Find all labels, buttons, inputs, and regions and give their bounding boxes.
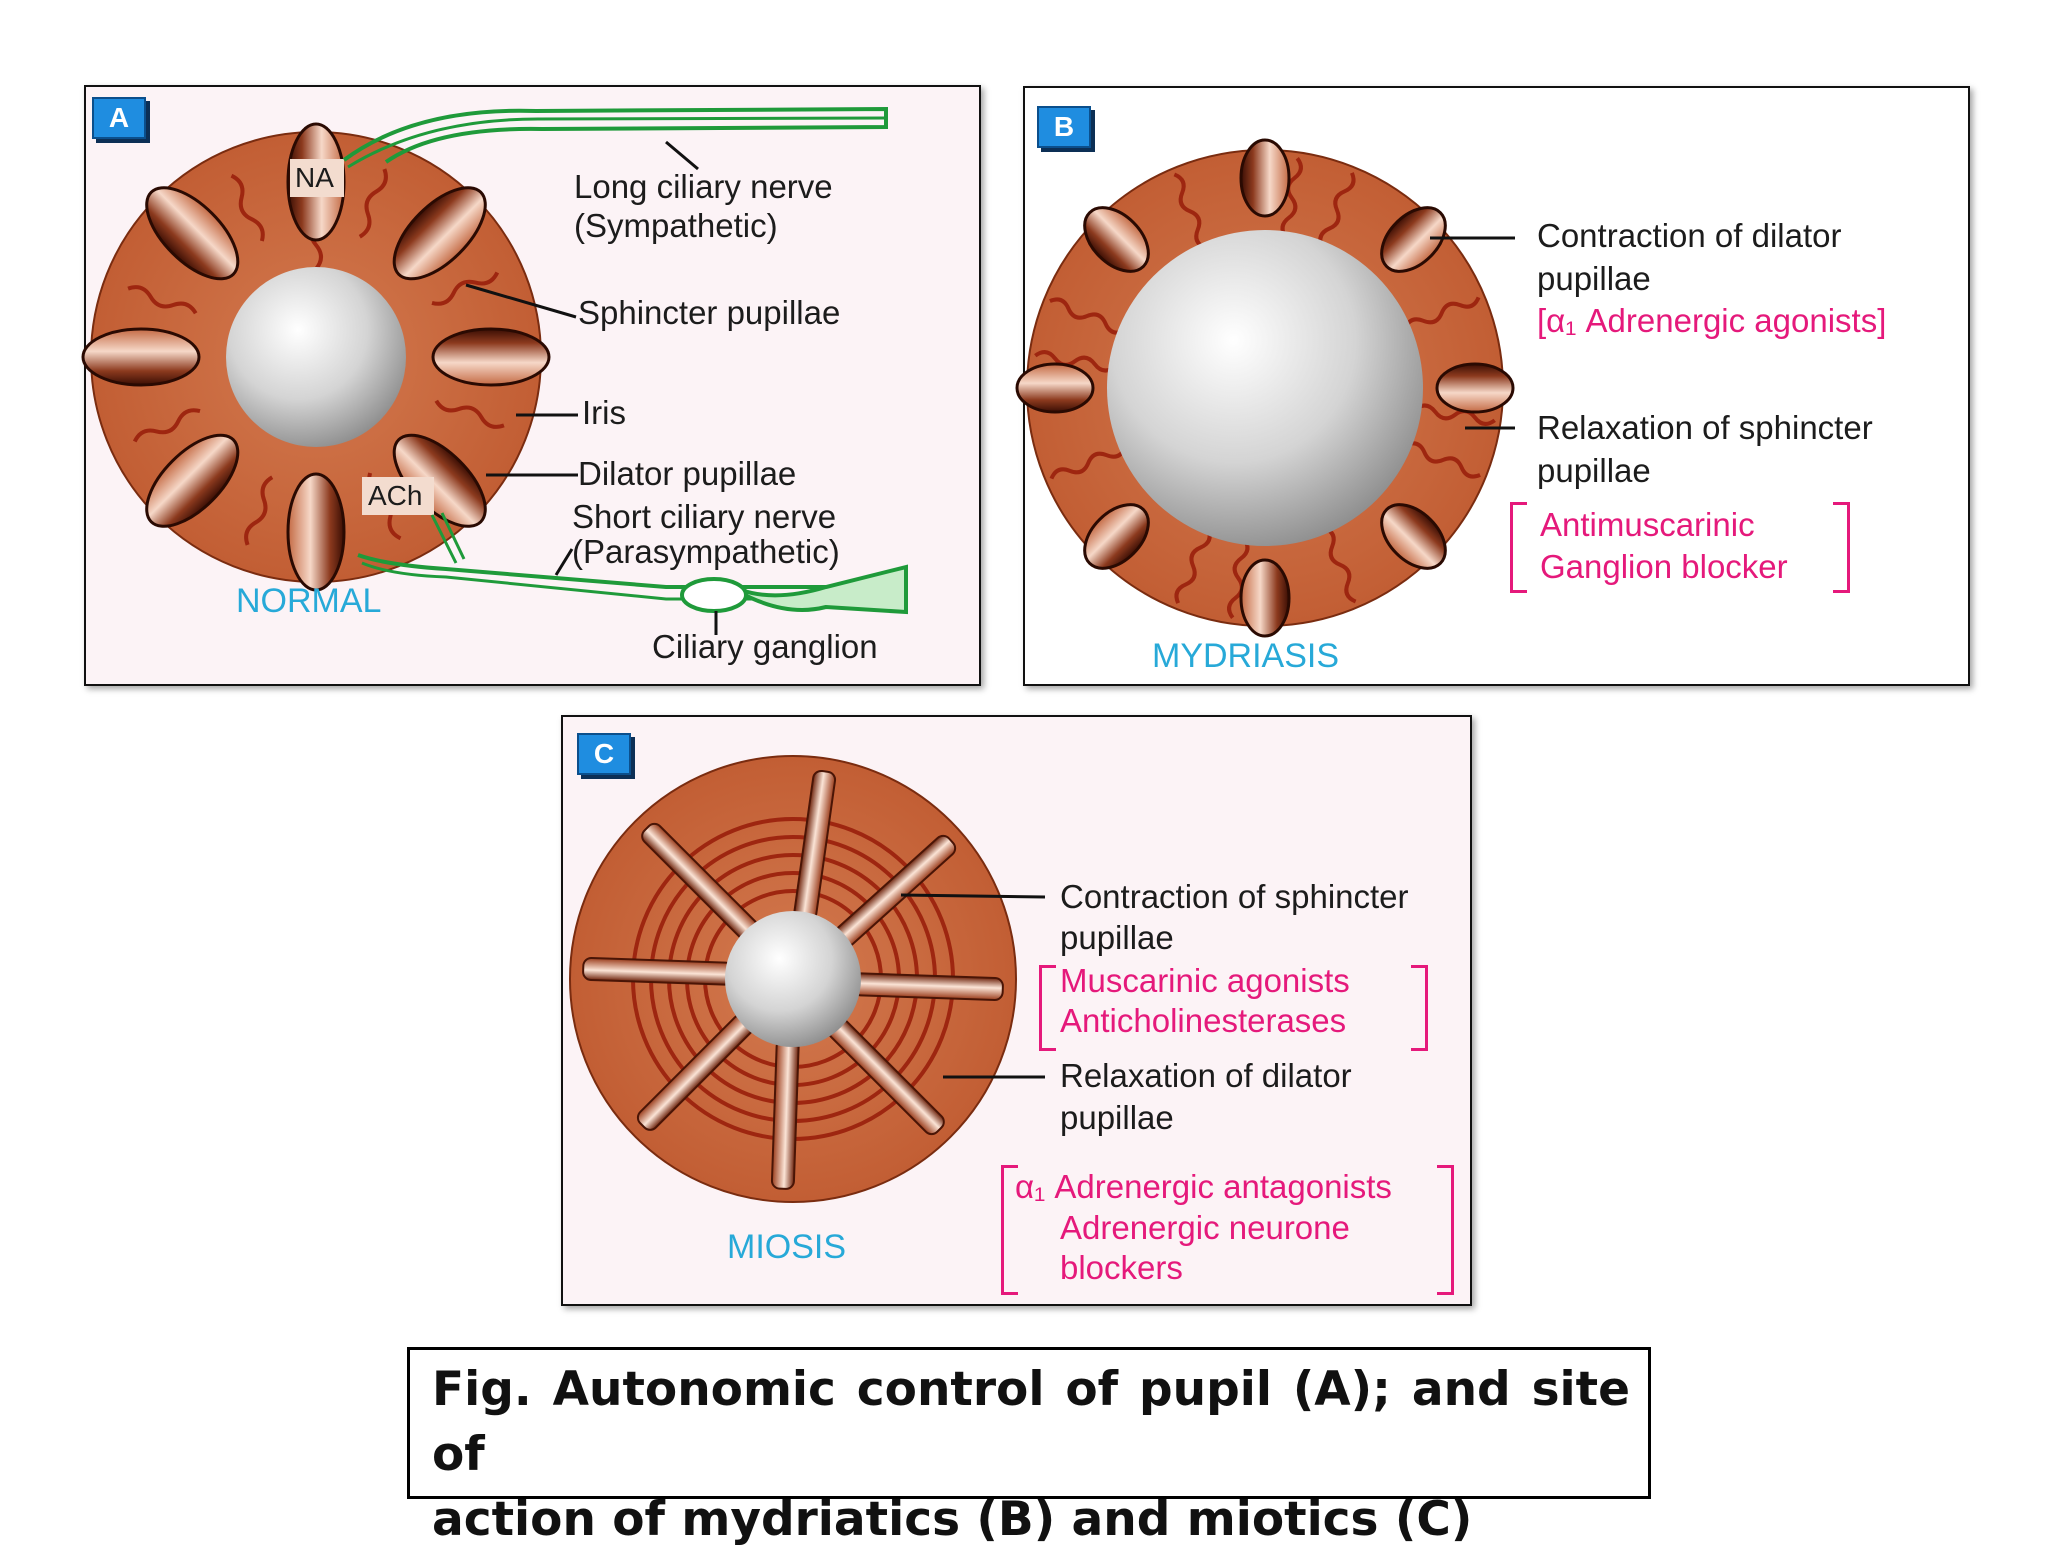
- leader-lines: [900, 893, 1046, 1079]
- figure-caption: Fig. Autonomic control of pupil (A); and…: [407, 1347, 1651, 1547]
- drug-label-alpha-agonists: [α₁ Adrenergic agonists]: [1537, 302, 1887, 339]
- pupil: [226, 267, 406, 447]
- leader-lines: [465, 140, 718, 635]
- relaxation-label-2: pupillae: [1060, 1099, 1174, 1136]
- ciliary-ganglion: [680, 577, 748, 613]
- dilator-spokes: [582, 769, 1004, 1190]
- na-label-bg: [290, 159, 344, 197]
- short-nerve-label-1: Short ciliary nerve: [572, 498, 837, 535]
- panel-b-diagram: [1015, 138, 1515, 638]
- leader-lines: [1430, 236, 1515, 430]
- sphincter-bulges: [81, 122, 551, 592]
- long-nerve-label-1: Long ciliary nerve: [574, 168, 833, 205]
- panel-b-badge: B: [1037, 106, 1091, 148]
- na-label: NA: [295, 162, 334, 193]
- short-nerve-label-2: (Parasympathetic): [572, 533, 840, 570]
- bracket-right-2: [1437, 1165, 1454, 1295]
- bracket-right: [1411, 965, 1428, 1051]
- panel-c-miosis: C Contraction of sphincter pupillae M: [561, 715, 1472, 1306]
- mydriasis-state-label: MYDRIASIS: [1152, 637, 1340, 675]
- drug-label-neurone-blockers-2: blockers: [1060, 1249, 1183, 1286]
- drug-label-neurone-blockers-1: Adrenergic neurone: [1060, 1209, 1350, 1246]
- miosis-state-label: MIOSIS: [727, 1228, 847, 1266]
- relaxation-label-2: pupillae: [1537, 452, 1651, 489]
- panel-a-badge: A: [92, 97, 146, 139]
- contraction-label-1: Contraction of sphincter: [1060, 878, 1409, 915]
- long-nerve-label-2: (Sympathetic): [574, 207, 778, 244]
- caption-line-1: Fig. Autonomic control of pupil (A); and…: [432, 1362, 1630, 1482]
- contraction-label-1: Contraction of dilator: [1537, 217, 1842, 254]
- ach-label-bg: [362, 477, 434, 515]
- bracket-left: [1510, 502, 1527, 593]
- relaxation-label-1: Relaxation of dilator: [1060, 1057, 1352, 1094]
- panel-a-diagram: [81, 106, 908, 635]
- dilator-fibers: [1034, 157, 1496, 619]
- panel-a-normal: A: [81, 85, 981, 686]
- drug-label-antimuscarinic: Antimuscarinic: [1540, 506, 1755, 543]
- caption-line-2: action of mydriatics (B) and miotics (C): [432, 1491, 1473, 1547]
- sphincter-bulges: [1015, 138, 1515, 638]
- panel-c-diagram: [569, 755, 1046, 1203]
- drug-label-ganglion-blocker: Ganglion blocker: [1540, 548, 1788, 585]
- pupil: [1107, 230, 1423, 546]
- short-ciliary-nerve: [357, 512, 908, 615]
- drug-label-muscarinic: Muscarinic agonists: [1060, 962, 1350, 999]
- normal-state-label: NORMAL: [236, 582, 382, 620]
- sphincter-label: Sphincter pupillae: [578, 294, 841, 331]
- drug-label-anticholinesterases: Anticholinesterases: [1060, 1002, 1347, 1039]
- bracket-left-2: [1001, 1165, 1018, 1295]
- long-ciliary-nerve: [342, 106, 888, 169]
- contraction-label-2: pupillae: [1537, 260, 1651, 297]
- panel-c-badge: C: [577, 733, 631, 775]
- dilator-label: Dilator pupillae: [578, 455, 797, 492]
- contraction-label-2: pupillae: [1060, 919, 1174, 956]
- ganglion-label: Ciliary ganglion: [652, 628, 878, 665]
- bracket-right: [1833, 502, 1850, 593]
- relaxation-label-1: Relaxation of sphincter: [1537, 409, 1873, 446]
- pupil: [725, 911, 861, 1047]
- iris-label: Iris: [582, 394, 626, 431]
- drug-label-alpha-antagonists: α₁ Adrenergic antagonists: [1015, 1168, 1392, 1205]
- panel-b-mydriasis: B: [1015, 86, 1970, 686]
- ach-label: ACh: [368, 480, 423, 511]
- bracket-left: [1039, 965, 1056, 1051]
